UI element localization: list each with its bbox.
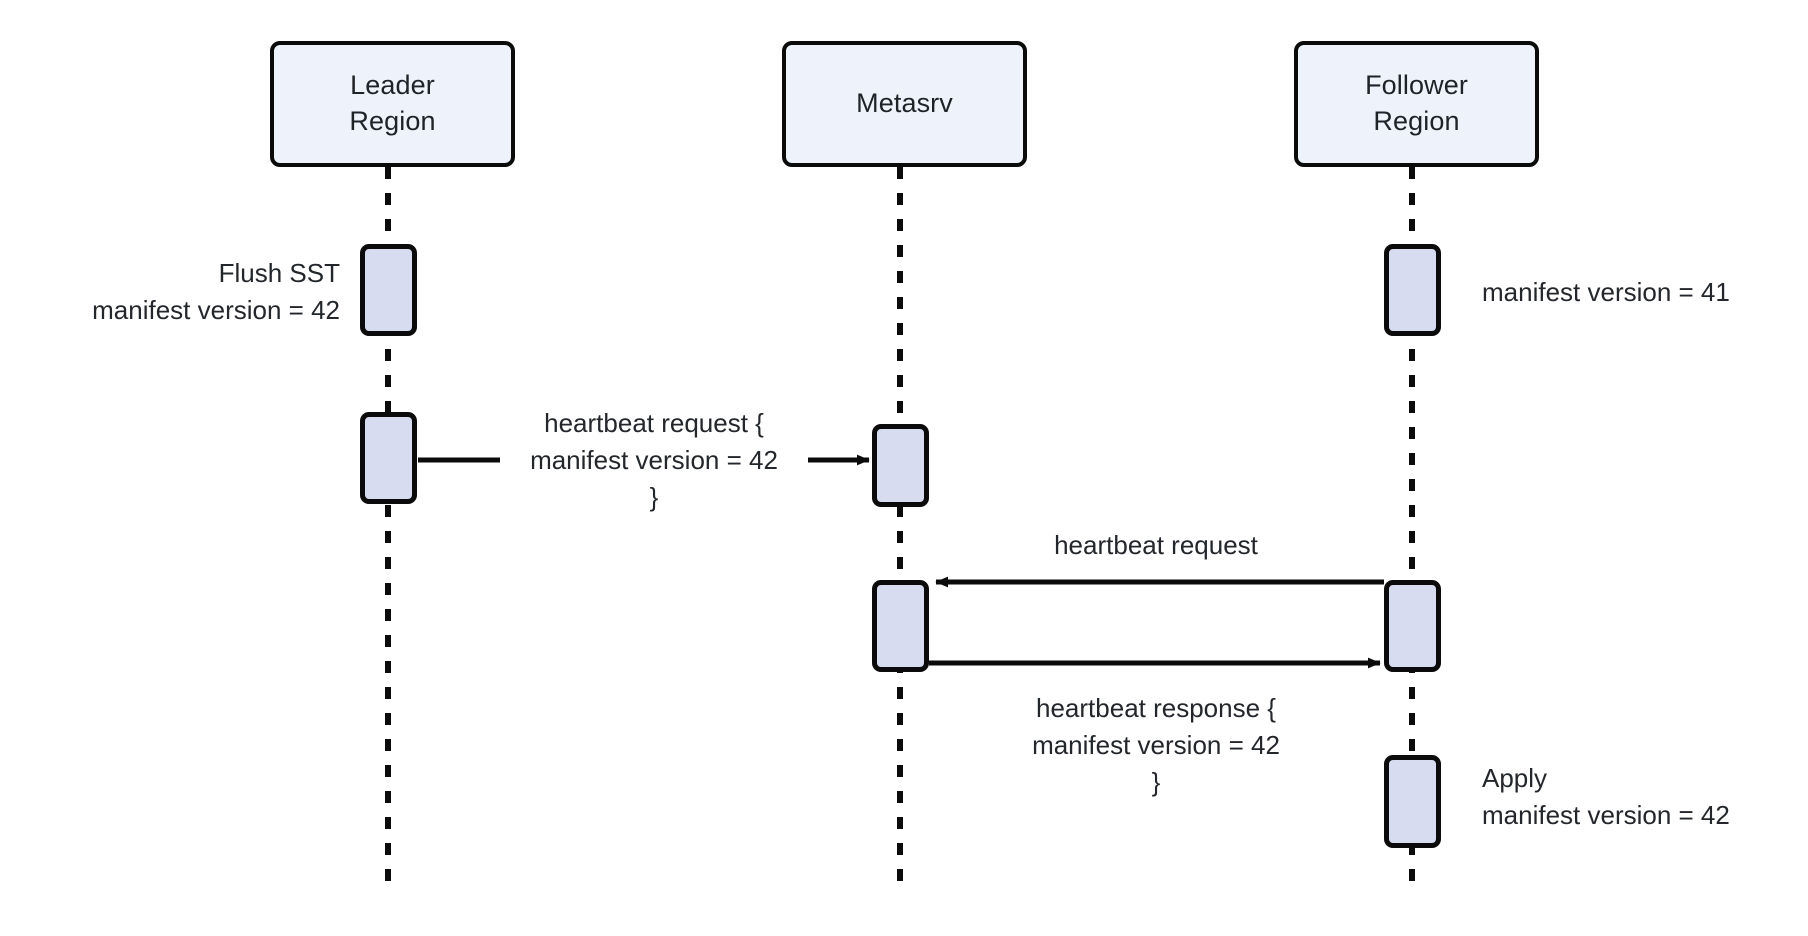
activation-follower-heartbeat[interactable] [1384,580,1441,672]
note-apply: Apply manifest version = 42 [1482,763,1730,830]
activation-leader-flush[interactable] [360,244,417,336]
note-follower-manifest-version: manifest version = 41 [1482,277,1730,307]
activation-metasrv-receive-leader[interactable] [872,424,929,507]
message-label-metasrv-to-follower: heartbeat response { manifest version = … [1032,693,1280,797]
activation-follower-apply[interactable] [1384,755,1441,848]
activation-leader-heartbeat[interactable] [360,412,417,504]
activation-follower-initial[interactable] [1384,244,1441,336]
participant-metasrv[interactable]: Metasrv [782,41,1027,167]
message-label-leader-to-metasrv: heartbeat request { manifest version = 4… [530,408,778,512]
note-flush-sst: Flush SST manifest version = 42 [92,258,340,325]
message-label-follower-to-metasrv: heartbeat request [1054,530,1258,560]
participant-follower-region[interactable]: Follower Region [1294,41,1539,167]
activation-metasrv-follower-exchange[interactable] [872,580,929,672]
participant-leader-region[interactable]: Leader Region [270,41,515,167]
